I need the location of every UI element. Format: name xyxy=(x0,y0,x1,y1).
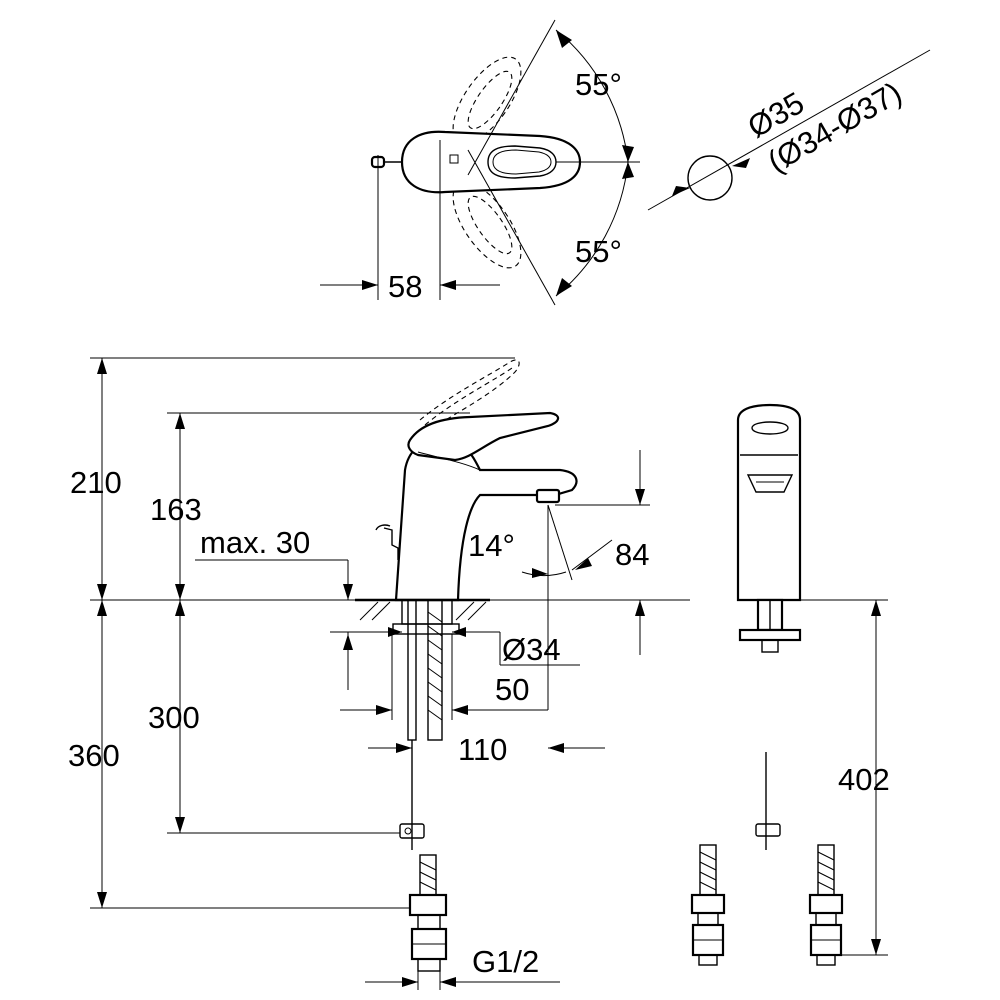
dim-402: 402 xyxy=(838,762,890,797)
dim-300: 300 xyxy=(148,700,200,735)
angle-top-label: 55° xyxy=(575,67,622,102)
front-dimensions: 402 xyxy=(800,599,890,956)
dim-50: 50 xyxy=(495,672,529,707)
deck-hatching xyxy=(359,601,487,621)
dim-163: 163 xyxy=(150,492,202,527)
dim-210: 210 xyxy=(70,465,122,500)
dim-360: 360 xyxy=(68,738,120,773)
dim-58: 58 xyxy=(388,269,422,304)
angle-14-label: 14° xyxy=(468,528,515,563)
dim-110: 110 xyxy=(458,732,507,767)
top-view: 58 55° 55° xyxy=(320,19,640,306)
angle-bottom-label: 55° xyxy=(575,234,622,269)
front-view xyxy=(690,403,844,966)
dim-dia34: Ø34 xyxy=(502,632,561,667)
dim-84: 84 xyxy=(615,537,649,572)
dim-g12: G1/2 xyxy=(472,944,539,979)
hole-diameter-detail: Ø35 (Ø34-Ø37) xyxy=(647,49,931,211)
dim-max30: max. 30 xyxy=(200,525,310,560)
side-dimensions: 210 163 max. 30 360 300 84 xyxy=(68,357,690,990)
side-view xyxy=(355,359,578,972)
handle-top-view xyxy=(370,130,582,194)
